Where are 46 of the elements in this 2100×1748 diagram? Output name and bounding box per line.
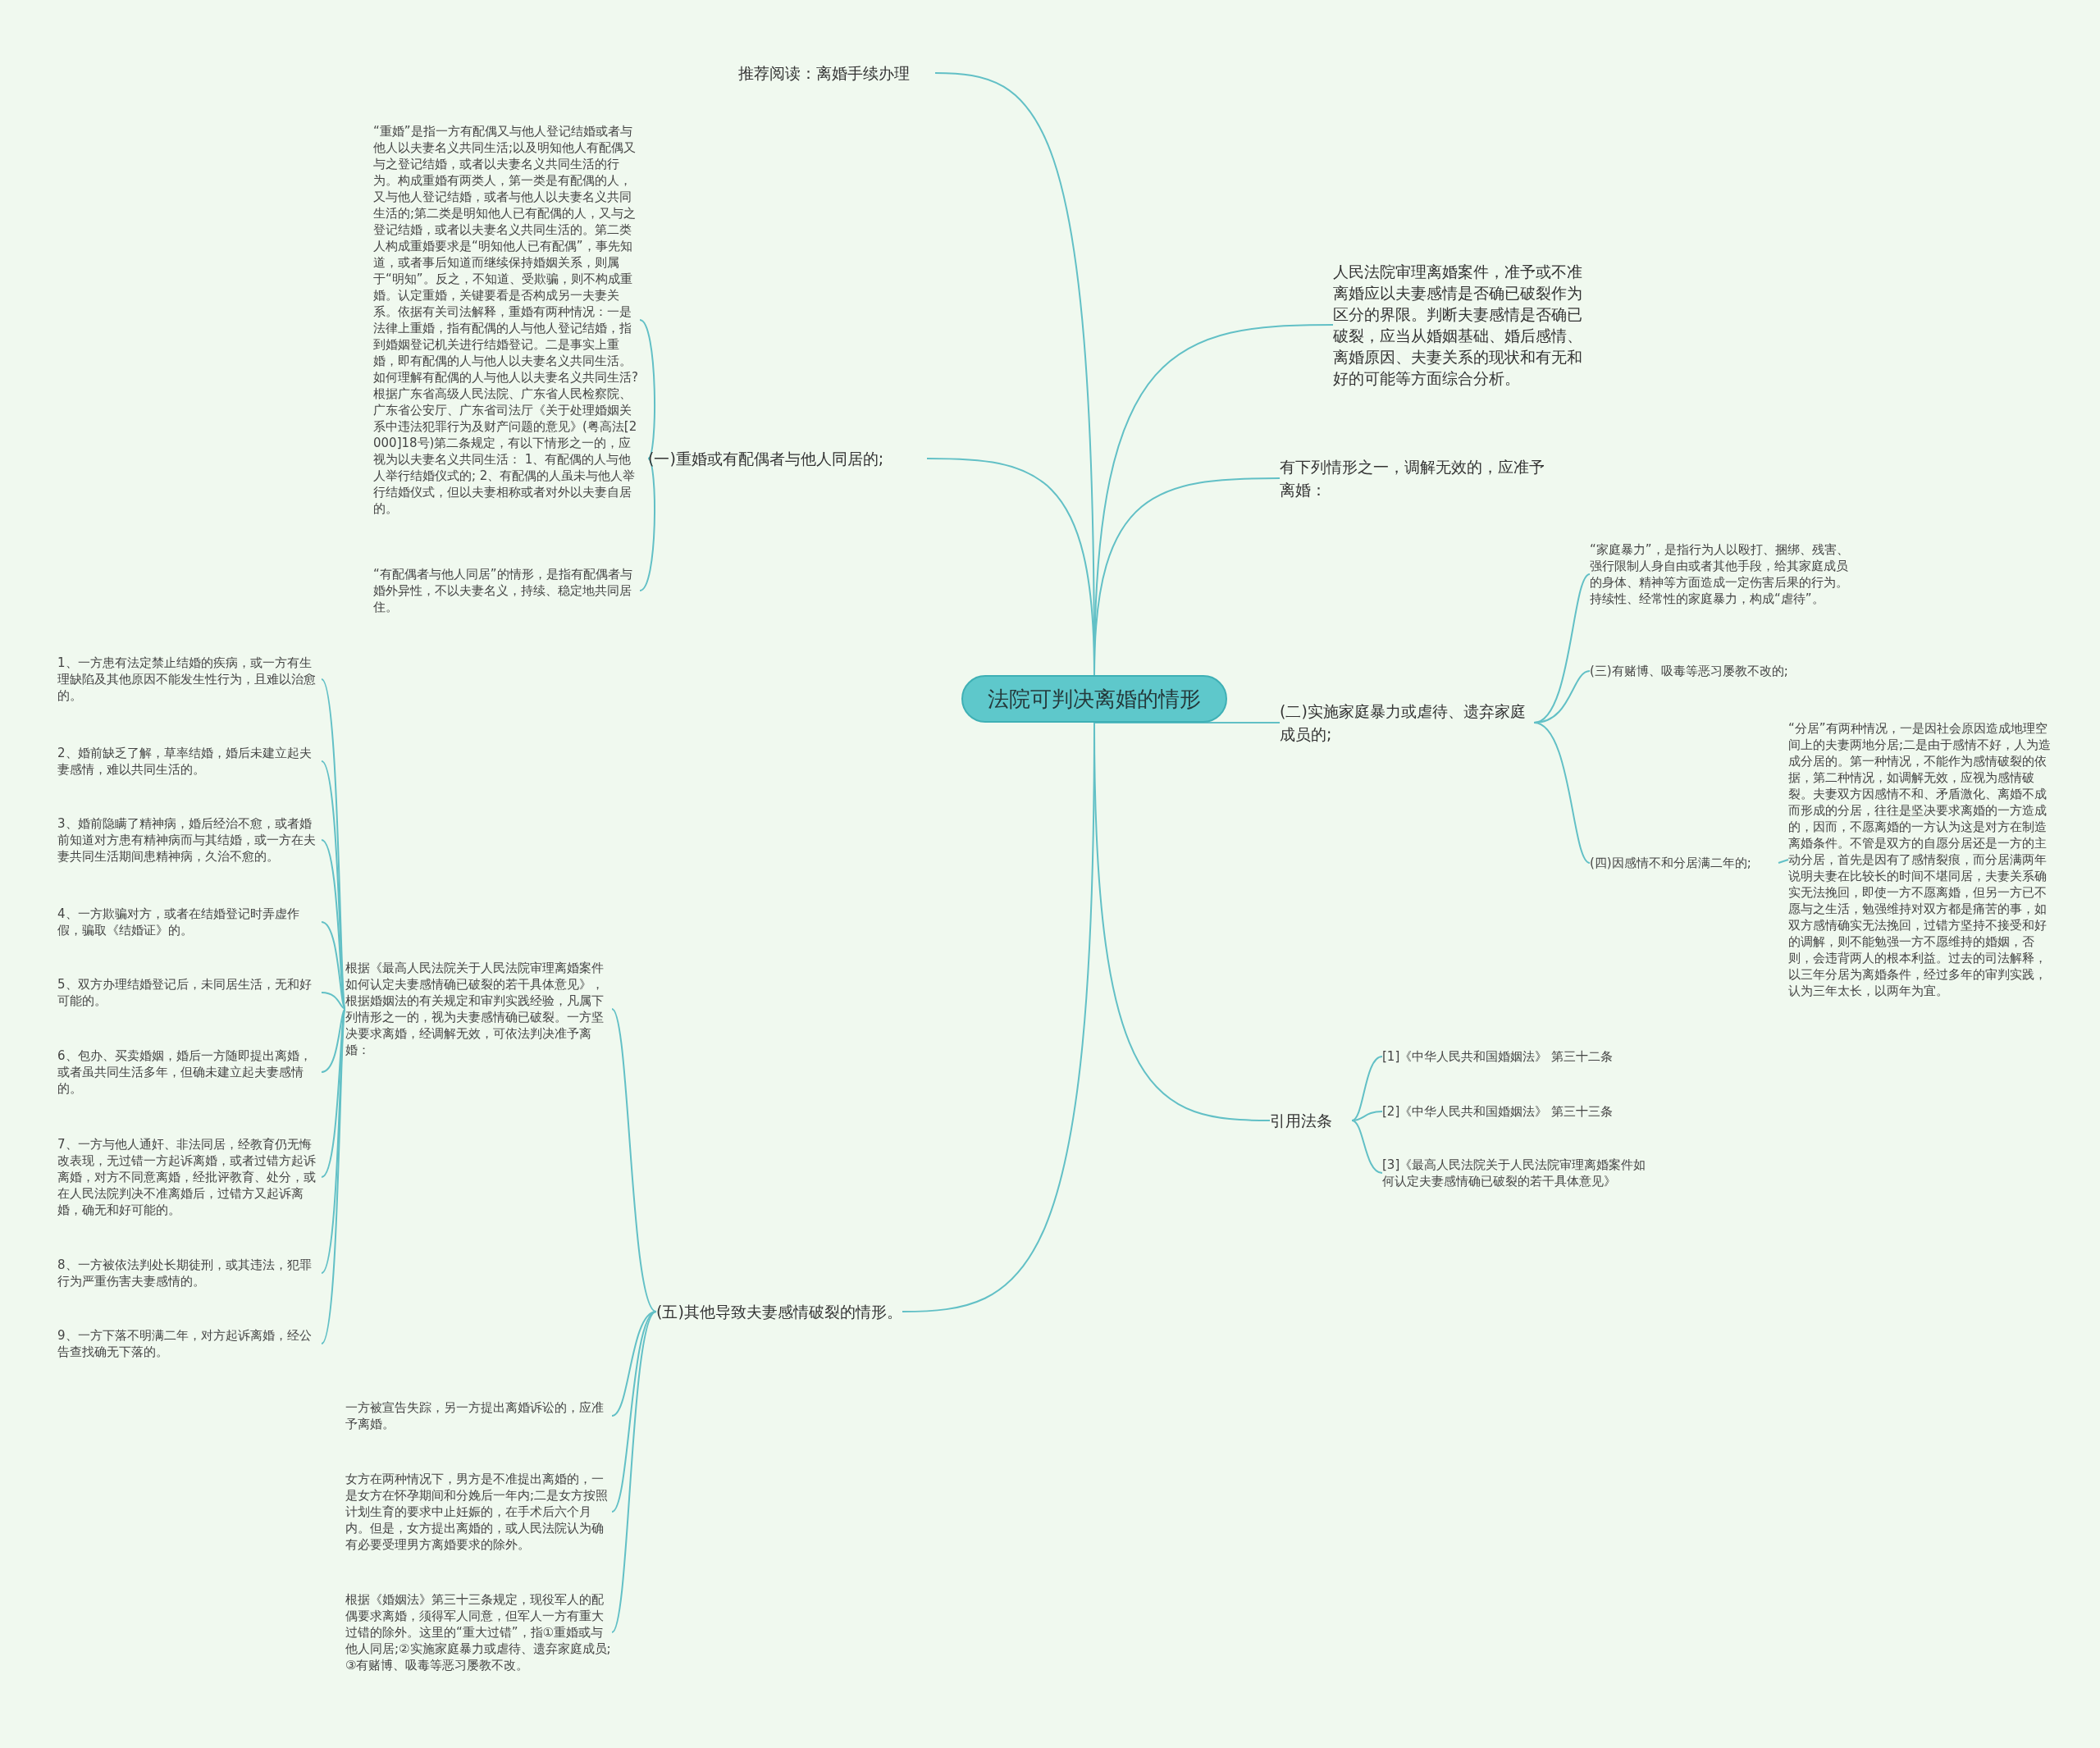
note-text: 8、一方被依法判处长期徒刑，或其违法，犯罪行为严重伤害夫妻感情的。 bbox=[57, 1257, 322, 1289]
connector bbox=[321, 1008, 346, 1073]
connector bbox=[639, 458, 656, 591]
note-text: 5、双方办理结婚登记后，未同居生活，无和好可能的。 bbox=[57, 976, 322, 1009]
note-text: 9、一方下落不明满二年，对方起诉离婚，经公告查找确无下落的。 bbox=[57, 1327, 322, 1360]
connector bbox=[1778, 859, 1789, 864]
connector bbox=[1533, 722, 1591, 864]
branch-topic: (五)其他导致夫妻感情破裂的情形。 bbox=[656, 1300, 902, 1323]
connector bbox=[611, 1008, 657, 1312]
note-text: 6、包办、买卖婚姻，婚后一方随即提出离婚，或者虽共同生活多年，但确未建立起夫妻感情的。 bbox=[57, 1047, 322, 1097]
branch-topic: (二)实施家庭暴力或虐待、遗弃家庭成员的; bbox=[1280, 700, 1534, 746]
branch-topic: 推荐阅读：离婚手续办理 bbox=[738, 62, 935, 84]
branch-topic: (一)重婚或有配偶者与他人同居的; bbox=[648, 447, 927, 470]
note-text: 2、婚前缺乏了解，草率结婚，婚后未建立起夫妻感情，难以共同生活的。 bbox=[57, 745, 322, 778]
note-text: 一方被宣告失踪，另一方提出离婚诉讼的，应准予离婚。 bbox=[345, 1399, 612, 1432]
connector bbox=[1093, 722, 1281, 723]
note-text: “家庭暴力”，是指行为人以殴打、捆绑、残害、强行限制人身自由或者其他手段，给其家庭成员的身体、精神等方面造成一定伤害后果的行为。持续性、经常性的家庭暴力，构成“虐待”。 bbox=[1590, 541, 1854, 607]
connector bbox=[321, 1008, 346, 1344]
note-text: 女方在两种情况下，男方是不准提出离婚的，一是女方在怀孕期间和分娩后一年内;二是女方按照计划生育的要求中止妊娠的，在手术后六个月内。但是，女方提出离婚的，或人民法院认为确有必要受理男方离婚要求的除外。 bbox=[345, 1471, 612, 1553]
note-text: “有配偶者与他人同居”的情形，是指有配偶者与婚外异性，不以夫妻名义，持续、稳定地共同居住。 bbox=[373, 566, 640, 615]
note-text: “重婚”是指一方有配偶又与他人登记结婚或者与他人以夫妻名义共同生活;以及明知他人有配偶又与之登记结婚，或者以夫妻名义共同生活的行为。构成重婚有两类人，第一类是有配偶的人，又与他人登记结婚，或者与他人以夫妻名义共同生活的;第二类是明知他人已有配偶的人，又与之登记结婚，或者以夫妻名义共同生活的。第二类人构成重婚要求是“明知他人已有配偶”，事先知道，或者事后知道而继续保持婚姻关系，则属于“明知”。反之，不知道、受欺骗，则不构成重婚。认定重婚，关键要看是否构成另一夫妻关系。依据有关司法解释，重婚有两种情况：一是法律上重婚，指有配偶的人与他人登记结婚，指到婚姻登记机关进行结婚登记。二是事实上重婚，即有配偶的人与他人以夫妻名义共同生活。如何理解有配偶的人与他人以夫妻名义共同生活?根据广东省高级人民法院、广东省人民检察院、广东省公安厅、广东省司法厅《关于处理婚姻关系中违法犯罪行为及财产问题的意见》(粤高法[2000]18号)第二条规定，有以下情形之一的，应视为以夫妻名义共同生活： 1、有配偶的人与他人举行结婚仪式的; 2、有配偶的人虽未与他人举行结婚仪式，但以夫妻相称或者对外以夫妻自居的。 bbox=[373, 123, 640, 517]
note-text: [2]《中华人民共和国婚姻法》 第三十三条 bbox=[1382, 1103, 1653, 1120]
note-text: 7、一方与他人通奸、非法同居，经教育仍无悔改表现，无过错一方起诉离婚，或者过错方起诉离婚，对方不同意离婚，经批评教育、处分，或在人民法院判决不准离婚后，过错方又起诉离婚，确无和好可能的。 bbox=[57, 1136, 322, 1218]
connector bbox=[321, 760, 346, 1010]
branch-topic: 引用法条 bbox=[1270, 1109, 1352, 1132]
note-text: “分居”有两种情况，一是因社会原因造成地理空间上的夫妻两地分居;二是由于感情不好，人为造成分居的。第一种情况，不能作为感情破裂的依据，第二种情况，如调解无效，应视为感情破裂。夫妻双方因感情不和、矛盾激化、离婚不成而形成的分居，往往是坚决要求离婚的一方造成的，因而，不愿离婚的一方认为这是对方在制造离婚条件。不管是双方的自愿分居还是一方的主动分居，首先是因有了感情裂痕，而分居满两年说明夫妻在比较长的时间不堪同居，夫妻关系确实无法挽回，即使一方不愿离婚，但另一方已不愿与之生活，勉强维持对双方都是痛苦的事，如双方感情确实无法挽回，过错方坚持不接受和好的调解，则不能勉强一方不愿维持的婚姻，否则，会违背两人的根本利益。过去的司法解释，以三年分居为离婚条件，经过多年的审判实践，认为三年太长，以两年为宜。 bbox=[1788, 720, 2052, 999]
note-text: 根据《最高人民法院关于人民法院审理离婚案件如何认定夫妻感情确已破裂的若干具体意见》，根据婚姻法的有关规定和审判实践经验，凡属下列情形之一的，视为夫妻感情确已破裂。一方坚决要求离婚，经调解无效，可依法判决准予离婚： bbox=[345, 960, 612, 1058]
connector bbox=[1351, 1111, 1383, 1121]
connector bbox=[1351, 1056, 1383, 1121]
note-text: (四)因感情不和分居满二年的; bbox=[1590, 855, 1778, 871]
note-text: 根据《婚姻法》第三十三条规定，现役军人的配偶要求离婚，须得军人同意，但军人一方有重大过错的除外。这里的“重大过错”，指①重婚或与他人同居;②实施家庭暴力或虐待、遗弃家庭成员;③有赌博、吸毒等恶习屡教不改。 bbox=[345, 1591, 612, 1673]
note-text: [3]《最高人民法院关于人民法院审理离婚案件如何认定夫妻感情确已破裂的若干具体意见》 bbox=[1382, 1157, 1653, 1189]
connector bbox=[321, 1008, 346, 1178]
note-text: 人民法院审理离婚案件，准予或不准离婚应以夫妻感情是否确已破裂作为区分的界限。判断夫妻感情是否确已破裂，应当从婚姻基础、婚后感情、离婚原因、夫妻关系的现状和有无和好的可能等方面综合分析。 bbox=[1333, 261, 1589, 389]
note-text: (三)有赌博、吸毒等恶习屡教不改的; bbox=[1590, 663, 1836, 679]
note-text: [1]《中华人民共和国婚姻法》 第三十二条 bbox=[1382, 1048, 1653, 1065]
connector bbox=[611, 1311, 657, 1417]
connector bbox=[611, 1311, 657, 1633]
note-text: 4、一方欺骗对方，或者在结婚登记时弄虚作假，骗取《结婚证》的。 bbox=[57, 906, 322, 938]
connector bbox=[321, 921, 346, 1010]
branch-topic: 有下列情形之一，调解无效的，应准予离婚： bbox=[1280, 455, 1550, 501]
connector bbox=[1351, 1120, 1383, 1174]
note-text: 3、婚前隐瞒了精神病，婚后经治不愈，或者婚前知道对方患有精神病而与其结婚，或一方在夫妻共同生活期间患精神病，久治不愈的。 bbox=[57, 815, 322, 865]
central-topic: 法院可判决离婚的情形 bbox=[961, 675, 1227, 723]
connector bbox=[321, 992, 346, 1010]
note-text: 1、一方患有法定禁止结婚的疾病，或一方有生理缺陷及其他原因不能发生性行为，且难以治愈的。 bbox=[57, 655, 322, 704]
